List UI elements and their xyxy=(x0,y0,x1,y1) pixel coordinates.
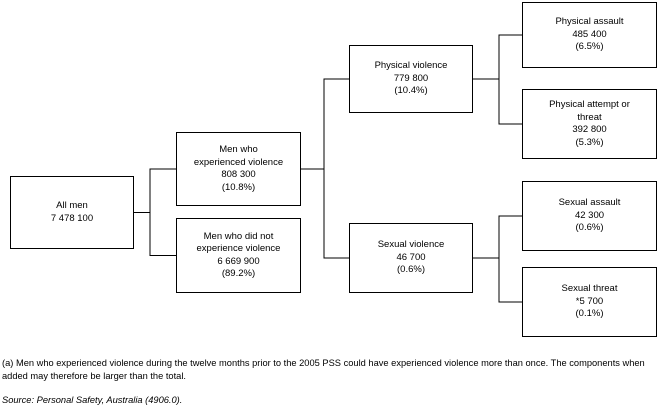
node-men-did-not-experience-violence: Men who did not experience violence 6 66… xyxy=(176,218,301,293)
node-percent: (0.1%) xyxy=(575,308,604,320)
node-label: Physical violence xyxy=(374,60,448,72)
node-physical-violence: Physical violence 779 800 (10.4%) xyxy=(349,45,473,113)
node-percent: (5.3%) xyxy=(575,136,604,148)
node-value: *5 700 xyxy=(575,295,604,307)
node-percent: (10.4%) xyxy=(394,85,428,97)
connector-all-men-branch xyxy=(134,168,176,256)
node-sexual-assault: Sexual assault 42 300 (0.6%) xyxy=(522,181,657,251)
node-value: 46 700 xyxy=(396,251,426,263)
node-value: 485 400 xyxy=(572,28,607,40)
node-percent: (10.8%) xyxy=(221,181,256,193)
node-value: 7 478 100 xyxy=(50,212,94,224)
node-label: experienced violence xyxy=(193,156,284,168)
connector-experienced-branch xyxy=(301,78,349,259)
node-label: Sexual assault xyxy=(558,197,621,209)
source-note: Source: Personal Safety, Australia (4906… xyxy=(2,395,183,405)
node-label: All men xyxy=(56,200,88,211)
node-value: 779 800 xyxy=(393,72,429,84)
node-label: Sexual threat xyxy=(561,283,618,295)
node-percent: (0.6%) xyxy=(397,264,425,276)
node-label: Physical assault xyxy=(555,16,624,28)
node-value: 808 300 xyxy=(221,169,256,180)
node-value: 42 300 xyxy=(574,209,605,221)
node-label: experience violence xyxy=(196,243,281,254)
connector-physical-branch xyxy=(473,34,522,125)
node-sexual-violence: Sexual violence 46 700 (0.6%) xyxy=(349,223,473,293)
node-sexual-threat: Sexual threat *5 700 (0.1%) xyxy=(522,267,657,337)
node-all-men: All men 7 478 100 xyxy=(10,176,134,249)
node-label: Men who did not xyxy=(203,230,274,242)
node-value: 6 669 900 xyxy=(217,255,260,267)
node-physical-attempt-or-threat: Physical attempt or threat 392 800 (5.3%… xyxy=(522,89,657,159)
node-percent: (6.5%) xyxy=(575,41,604,53)
node-percent: (0.6%) xyxy=(575,222,604,234)
connector-sexual-branch xyxy=(473,215,522,303)
node-physical-assault: Physical assault 485 400 (6.5%) xyxy=(522,2,657,68)
node-label: Men who xyxy=(219,144,258,155)
node-value: 392 800 xyxy=(572,124,607,135)
node-label: Sexual violence xyxy=(377,239,445,251)
node-label: threat xyxy=(577,111,602,123)
node-label: Physical attempt or xyxy=(549,99,630,110)
node-percent: (89.2%) xyxy=(221,268,256,279)
node-men-experienced-violence: Men who experienced violence 808 300 (10… xyxy=(176,132,301,206)
footnote: (a) Men who experienced violence during … xyxy=(2,358,645,381)
